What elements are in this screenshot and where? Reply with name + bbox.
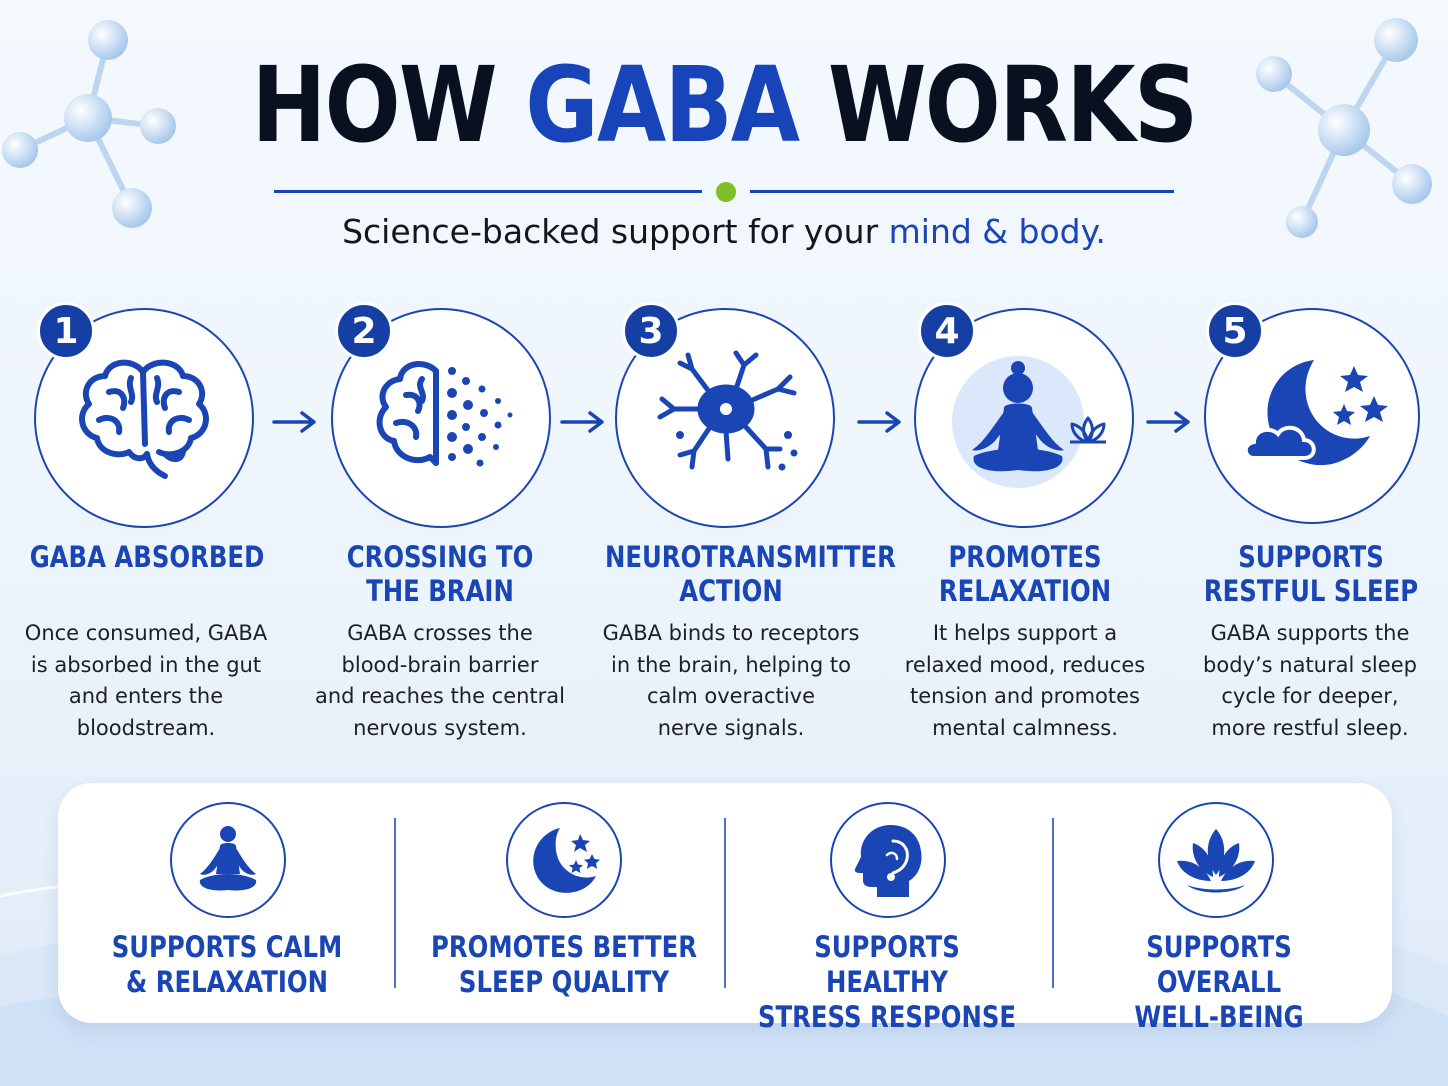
arrow-right-icon — [272, 411, 316, 433]
meditation-icon — [952, 356, 1106, 488]
title-accent: GABA — [525, 44, 800, 166]
benefit-separator — [724, 818, 726, 988]
benefit-separator — [394, 818, 396, 988]
lotus-icon — [1177, 829, 1255, 893]
benefit-1-label: SUPPORTS CALM& RELAXATION — [111, 930, 343, 999]
step-4-number-badge: 4 — [918, 302, 976, 360]
head-icon — [854, 825, 922, 897]
page-title: HOW GABA WORKS — [251, 44, 1198, 166]
title-divider-left — [274, 190, 702, 193]
brain-particles-icon — [376, 361, 513, 467]
step-1-number-badge: 1 — [37, 302, 95, 360]
step-1-title: GABA ABSORBED — [29, 540, 265, 574]
arrow-right-icon — [857, 411, 901, 433]
benefit-2-icon-circle — [506, 802, 622, 918]
brain-icon — [79, 359, 209, 479]
subtitle: Science-backed support for your mind & b… — [342, 212, 1106, 251]
benefit-separator — [1052, 818, 1054, 988]
benefit-4-icon-circle — [1158, 802, 1274, 918]
meditation-icon — [199, 826, 257, 891]
arrow-right-icon — [560, 411, 604, 433]
arrow-right-icon — [1146, 411, 1190, 433]
moon-stars-icon — [533, 828, 600, 893]
step-2-number-badge: 2 — [335, 302, 393, 360]
step-4-circle — [914, 308, 1134, 528]
benefit-1-icon-circle — [170, 802, 286, 918]
divider-dot — [716, 182, 736, 202]
benefit-3-icon-circle — [830, 802, 946, 918]
moon-cloud-icon — [1243, 360, 1388, 466]
molecule-decoration-left — [2, 20, 176, 228]
title-divider-right — [750, 190, 1174, 193]
neuron-icon — [657, 350, 798, 471]
step-3-number-badge: 3 — [622, 302, 680, 360]
molecule-decoration-right — [1256, 18, 1432, 238]
step-5-number-badge: 5 — [1206, 302, 1264, 360]
